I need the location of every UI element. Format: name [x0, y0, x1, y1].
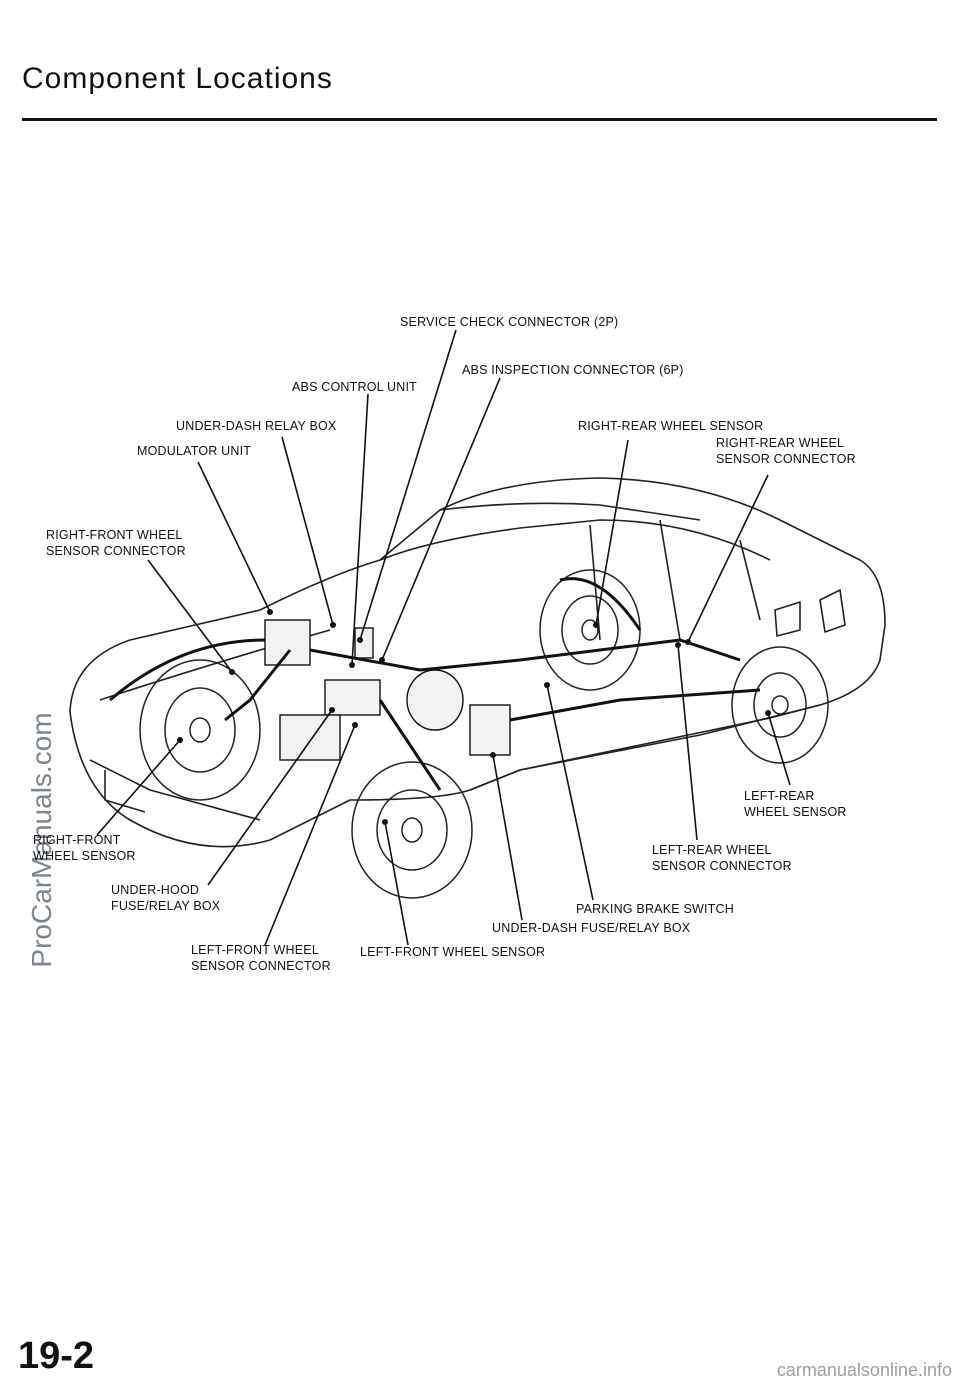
label-line: SENSOR CONNECTOR: [191, 959, 331, 973]
label-under-hood-box: UNDER-HOOD FUSE/RELAY BOX: [111, 882, 220, 914]
leader-lines: [96, 329, 791, 946]
label-modulator-unit: MODULATOR UNIT: [137, 444, 252, 458]
label-service-check-connector: SERVICE CHECK CONNECTOR (2P): [400, 315, 619, 329]
label-right-front-connector: RIGHT-FRONT WHEEL SENSOR CONNECTOR: [46, 527, 186, 559]
label-line: WHEEL SENSOR: [744, 805, 847, 819]
components: [264, 619, 511, 761]
label-line: LEFT-REAR: [744, 789, 815, 803]
label-line: SENSOR CONNECTOR: [46, 544, 186, 558]
label-right-rear-connector: RIGHT-REAR WHEEL SENSOR CONNECTOR: [716, 435, 856, 467]
label-line: LEFT-FRONT WHEEL: [191, 943, 319, 957]
label-right-rear-wheel-sensor: RIGHT-REAR WHEEL SENSOR: [578, 419, 764, 433]
car-body-outline: [69, 477, 886, 848]
page-title: Component Locations: [22, 62, 333, 95]
label-under-dash-relay-box: UNDER-DASH RELAY BOX: [176, 419, 337, 433]
label-line: RIGHT-FRONT WHEEL: [46, 528, 183, 542]
label-line: FUSE/RELAY BOX: [111, 899, 221, 913]
label-line: SENSOR CONNECTOR: [652, 859, 792, 873]
label-line: RIGHT-REAR WHEEL: [716, 436, 845, 450]
label-parking-brake-switch: PARKING BRAKE SWITCH: [576, 902, 734, 916]
footer-source: carmanualsonline.info: [776, 1360, 952, 1380]
label-line: LEFT-REAR WHEEL: [652, 843, 772, 857]
label-abs-control-unit: ABS CONTROL UNIT: [292, 380, 417, 394]
label-right-front-sensor: RIGHT-FRONT WHEEL SENSOR: [33, 832, 136, 864]
leader-arrowheads: [177, 609, 771, 825]
label-left-front-connector: LEFT-FRONT WHEEL SENSOR CONNECTOR: [191, 942, 331, 974]
page-number: 19-2: [18, 1335, 95, 1377]
label-line: RIGHT-FRONT: [33, 833, 121, 847]
label-under-dash-fuse-box: UNDER-DASH FUSE/RELAY BOX: [492, 921, 691, 935]
label-line: SENSOR CONNECTOR: [716, 452, 856, 466]
wheels: [139, 569, 829, 899]
title-rule: [22, 118, 937, 121]
label-line: WHEEL SENSOR: [33, 849, 136, 863]
label-left-rear-sensor: LEFT-REAR WHEEL SENSOR: [744, 788, 847, 820]
label-left-front-sensor: LEFT-FRONT WHEEL SENSOR: [360, 945, 546, 959]
label-left-rear-connector: LEFT-REAR WHEEL SENSOR CONNECTOR: [652, 842, 792, 874]
label-abs-inspection-connector: ABS INSPECTION CONNECTOR (6P): [462, 363, 684, 377]
label-line: UNDER-HOOD: [111, 883, 200, 897]
